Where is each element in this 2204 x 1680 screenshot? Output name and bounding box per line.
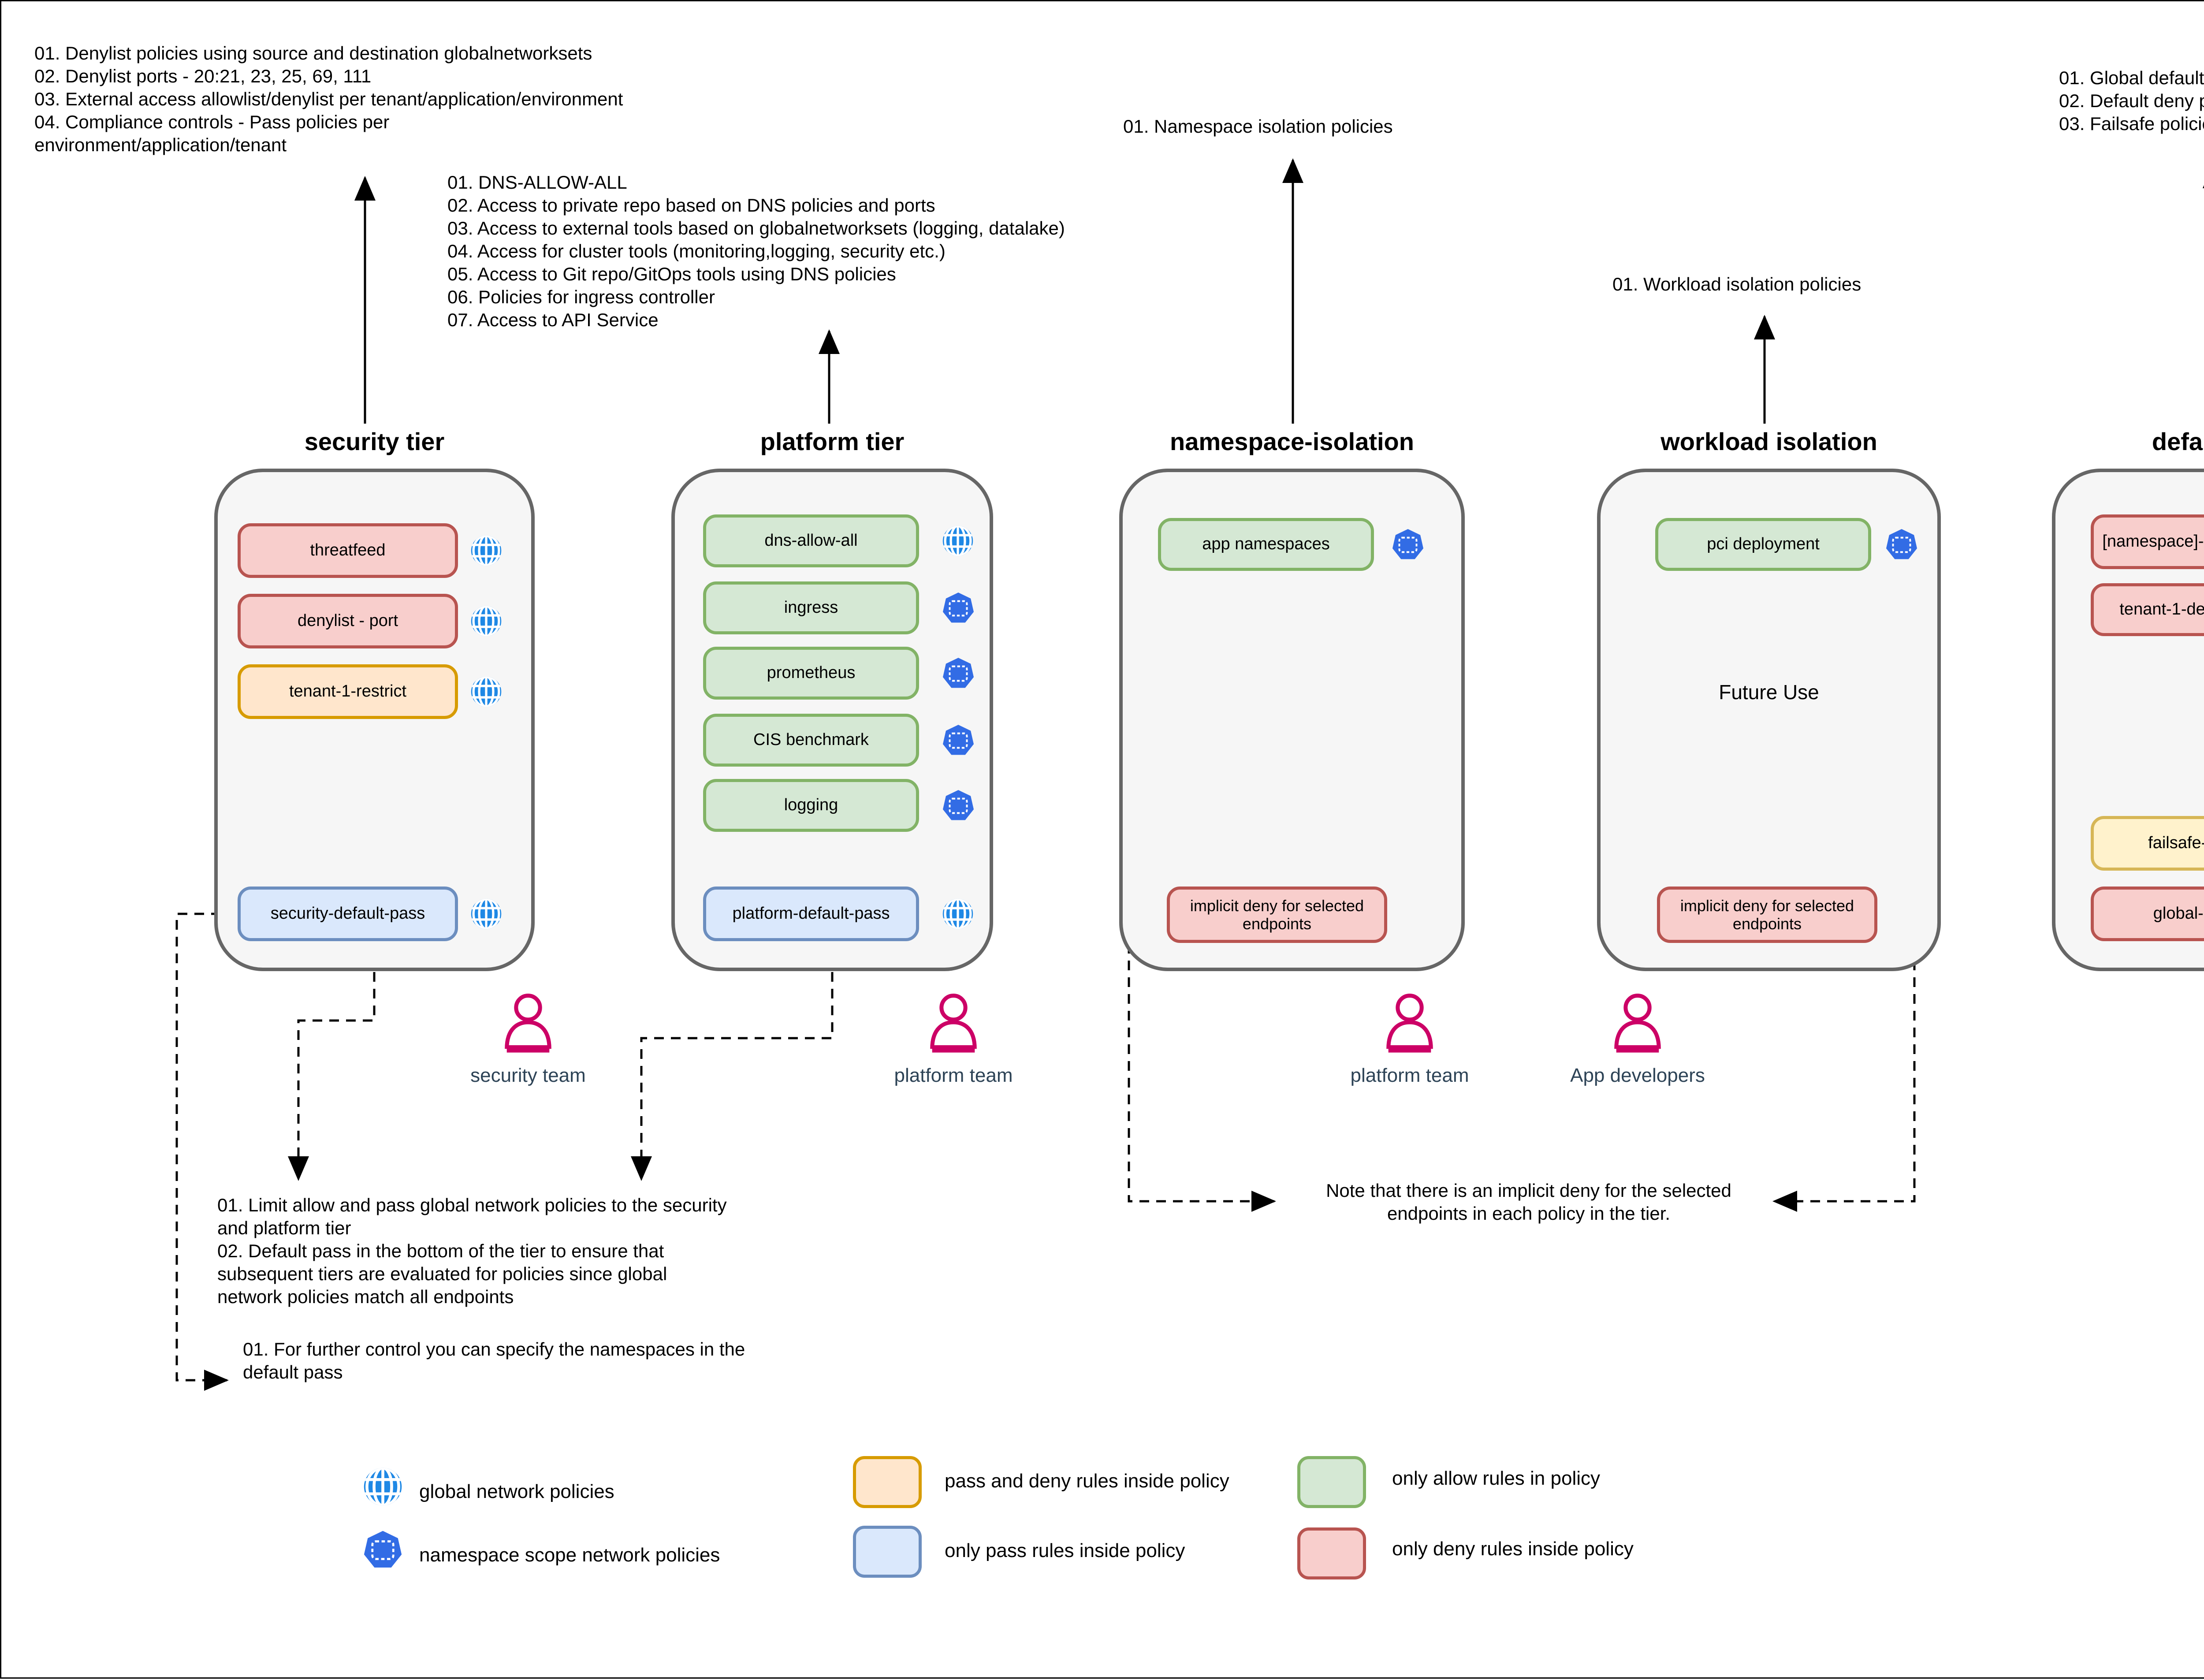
policy-label: CIS benchmark [753,730,869,749]
policy-logging: logging [703,779,919,832]
person-icon [920,990,987,1063]
policy-denylist-port: denylist - port [238,594,458,648]
security-tier-title: security tier [304,428,445,455]
person-label-platform-team-1: platform team [894,1065,1013,1086]
policy-label: security-default-pass [270,904,425,923]
legend-label-only-deny: only deny rules inside policy [1392,1538,1634,1560]
policy-ingress: ingress [703,581,919,634]
policy-label: denylist - port [297,611,398,630]
namespace-policy-icon [942,657,975,689]
global-network-policy-icon [469,675,503,708]
policy-dns-allow-all: dns-allow-all [703,514,919,567]
policy-label: global-deny [2153,904,2204,923]
policy-label: failsafe-allow [2148,834,2204,853]
policy-label: implicit deny for selected endpoints [1680,896,1854,933]
legend-swatch-only-deny [1297,1527,1366,1579]
person-label-security-team-1: security team [470,1065,586,1086]
implicit-deny-note: Note that there is an implicit deny for … [1326,1180,1731,1224]
namespace-policy-icon [942,724,975,756]
namespace-policy-icon [1885,528,1918,560]
policy-tenant-1-restrict: tenant-1-restrict [238,664,458,719]
policy-label: app namespaces [1202,535,1330,554]
policy-threatfeed: threatfeed [238,523,458,578]
default-tier-title: default tier [2152,428,2204,455]
person-icon [1604,990,1672,1063]
policy-app-namespaces: app namespaces [1158,518,1374,571]
legend-label-global: global network policies [419,1481,614,1502]
legend-label-only-allow: only allow rules in policy [1392,1468,1600,1489]
policy-label: logging [784,796,838,815]
policy-label: pci deployment [1707,535,1820,554]
namespace-tier-title: namespace-isolation [1170,428,1414,455]
policy-label: prometheus [767,663,856,682]
global-network-policy-icon [469,897,503,931]
global-network-policy-icon [469,534,503,567]
policy-label: threatfeed [310,541,386,560]
legend-swatch-only-pass [853,1526,922,1578]
namespace-policy-icon [942,592,975,624]
connector-platform-tier-to-pass-note [631,972,834,1181]
policy-label: tenant-1-restrict [289,682,407,701]
policy-namespace-default-deny: [namespace]-default-deny [2091,514,2204,569]
policy-label: ingress [784,598,838,617]
workload-tier-note: 01. Workload isolation policies [1612,274,1861,294]
person-label-platform-team-2: platform team [1350,1065,1469,1086]
legend-swatch-pass-and-deny [853,1456,922,1508]
policy-security-default-pass: security-default-pass [238,887,458,941]
person-label-app-developers: App developers [1570,1065,1705,1086]
namespace-policy-icon [942,789,975,821]
policy-implicit-deny-workload: implicit deny for selected endpoints [1657,887,1877,943]
policy-label: implicit deny for selected endpoints [1190,896,1364,933]
global-network-policy-icon [941,897,975,931]
policy-label: dns-allow-all [764,531,858,550]
legend-label-only-pass: only pass rules inside policy [945,1540,1185,1561]
person-icon [1376,990,1444,1063]
legend-namespace-policy-icon [362,1529,404,1571]
workload-tier-title: workload isolation [1660,428,1877,455]
policy-failsafe-allow: failsafe-allow [2091,816,2204,871]
namespace-pass-note: 01. For further control you can specify … [243,1339,745,1383]
person-icon [494,990,562,1063]
pass-note: 01. Limit allow and pass global network … [217,1195,727,1307]
connector-security-tier-to-pass-note [288,972,376,1181]
legend-global-network-policy-icon [362,1466,404,1508]
namespace-policy-icon [1392,528,1424,560]
policy-label: tenant-1-default-deny [2119,600,2204,619]
legend-label-pass-and-deny: pass and deny rules inside policy [945,1470,1229,1492]
platform-tier-title: platform tier [760,428,905,455]
namespace-tier-note: 01. Namespace isolation policies [1123,116,1393,137]
policy-tenant-1-default-deny: tenant-1-default-deny [2091,583,2204,636]
policy-label: platform-default-pass [732,904,890,923]
platform-tier-note: 01. DNS-ALLOW-ALL 02. Access to private … [447,172,1065,331]
policy-label: [namespace]-default-deny [2102,532,2204,551]
connector-security-default-pass-to-namespace-note [175,913,238,1391]
policy-cis-benchmark: CIS benchmark [703,714,919,767]
legend-swatch-only-allow [1297,1456,1366,1508]
policy-platform-default-pass: platform-default-pass [703,887,919,941]
legend-label-namespace: namespace scope network policies [419,1544,720,1566]
global-network-policy-icon [469,604,503,638]
global-network-policy-icon [941,524,975,558]
policy-pci-deployment: pci deployment [1655,518,1871,571]
security-tier-note: 01. Denylist policies using source and d… [34,43,623,156]
future-use-label: Future Use [1719,681,1819,704]
policy-global-deny: global-deny [2091,887,2204,941]
default-tier-note: 01. Global default deny 02. Default deny… [2059,67,2204,134]
policy-implicit-deny-namespace: implicit deny for selected endpoints [1167,887,1387,943]
policy-prometheus: prometheus [703,647,919,700]
